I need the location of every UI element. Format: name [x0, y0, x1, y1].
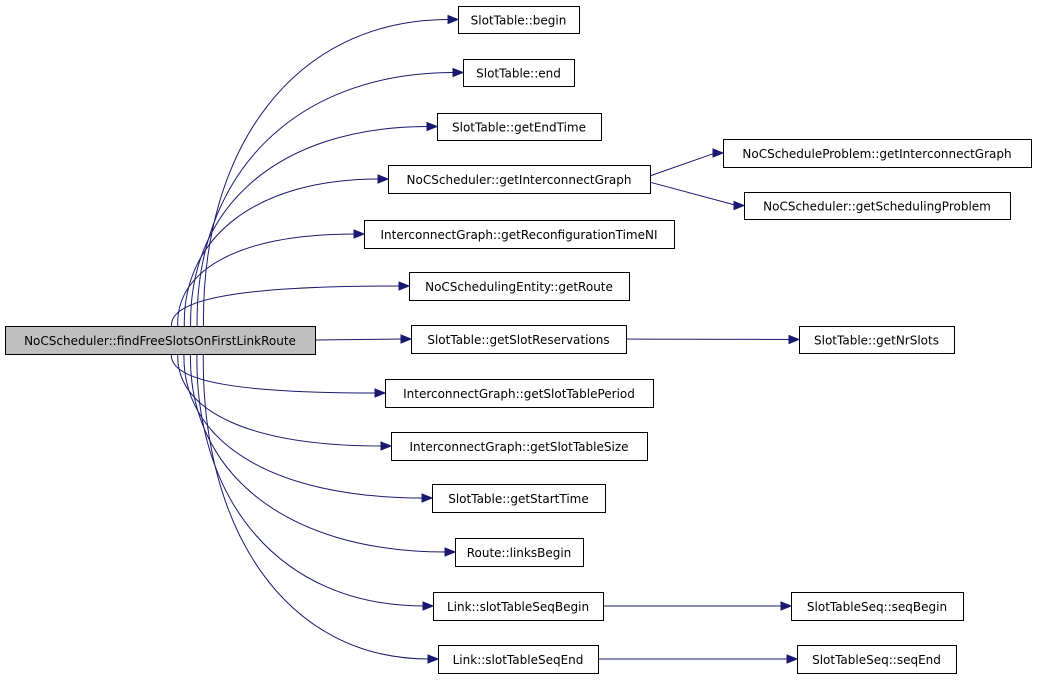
arrowhead-root-to-n3 — [426, 121, 439, 132]
node-label-n8: NoCSchedulingEntity::getRoute — [425, 280, 613, 294]
node-box-n5 — [723, 139, 1032, 168]
arrowhead-root-to-n17 — [427, 654, 440, 664]
node-box-n12 — [391, 432, 648, 461]
edge-root-to-n7 — [177, 233, 356, 327]
node-box-n13 — [432, 484, 606, 513]
edge-n4-to-n6 — [649, 181, 736, 206]
edge-root-to-n4 — [183, 178, 380, 327]
node-label-n4: NoCScheduler::getInterconnectGraph — [407, 173, 632, 187]
node-label-n7: InterconnectGraph::getReconfigurationTim… — [380, 228, 657, 242]
node-n6[interactable]: NoCScheduler::getSchedulingProblem — [744, 192, 1011, 220]
node-n15[interactable]: Link::slotTableSeqBegin — [433, 592, 604, 621]
node-n13[interactable]: SlotTable::getStartTime — [432, 484, 606, 513]
node-box-n9 — [411, 325, 627, 354]
root-node-label: NoCScheduler::findFreeSlotsOnFirstLinkRo… — [24, 334, 296, 348]
node-label-n13: SlotTable::getStartTime — [448, 492, 589, 506]
arrowhead-root-to-n4 — [377, 174, 390, 184]
edge-root-to-n9 — [314, 338, 403, 341]
node-box-n2 — [463, 59, 575, 87]
node-label-n6: NoCScheduler::getSchedulingProblem — [763, 200, 991, 214]
node-box-n18 — [797, 645, 957, 674]
arrowhead-root-to-n7 — [353, 229, 366, 239]
node-n9[interactable]: SlotTable::getSlotReservations — [411, 325, 627, 354]
node-label-n10: SlotTable::getNrSlots — [814, 334, 939, 348]
node-label-n15: Link::slotTableSeqBegin — [447, 600, 589, 614]
node-box-n7 — [364, 220, 675, 249]
arrowhead-root-to-n11 — [374, 388, 387, 398]
arrowhead-root-to-n2 — [452, 67, 465, 78]
arrowhead-root-to-n12 — [380, 441, 393, 451]
node-n16[interactable]: SlotTableSeq::seqBegin — [791, 592, 964, 621]
node-label-n18: SlotTableSeq::seqEnd — [812, 653, 941, 667]
arrowhead-n15-to-n16 — [780, 601, 793, 611]
root-node[interactable]: NoCScheduler::findFreeSlotsOnFirstLinkRo… — [5, 326, 316, 355]
arrowhead-n4-to-n5 — [712, 148, 725, 158]
nodes-layer: NoCScheduler::findFreeSlotsOnFirstLinkRo… — [5, 6, 1032, 674]
root-node-box — [5, 326, 316, 355]
node-label-n12: InterconnectGraph::getSlotTableSize — [410, 440, 629, 454]
edges-layer — [170, 14, 801, 664]
arrowhead-root-to-n1 — [447, 14, 460, 25]
edge-root-to-n3 — [190, 126, 429, 327]
node-label-n5: NoCScheduleProblem::getInterconnectGraph — [742, 147, 1011, 161]
edge-n4-to-n5 — [649, 152, 715, 177]
node-label-n9: SlotTable::getSlotReservations — [427, 333, 609, 347]
arrowhead-root-to-n14 — [444, 547, 457, 557]
node-box-n16 — [791, 592, 964, 621]
arrowhead-root-to-n15 — [422, 601, 435, 611]
node-n2[interactable]: SlotTable::end — [463, 59, 575, 87]
edge-root-to-n1 — [202, 19, 450, 327]
node-n14[interactable]: Route::linksBegin — [455, 538, 584, 567]
node-n4[interactable]: NoCScheduler::getInterconnectGraph — [388, 165, 651, 194]
node-label-n3: SlotTable::getEndTime — [452, 121, 586, 135]
edge-root-to-n11 — [170, 353, 377, 394]
node-box-n6 — [744, 192, 1011, 220]
arrowhead-root-to-n8 — [398, 281, 411, 291]
arrowhead-n4-to-n6 — [733, 200, 746, 211]
arrowhead-n17-to-n18 — [786, 654, 799, 664]
node-box-n4 — [388, 165, 651, 194]
node-n1[interactable]: SlotTable::begin — [458, 6, 580, 34]
edge-root-to-n2 — [196, 72, 455, 327]
node-n11[interactable]: InterconnectGraph::getSlotTablePeriod — [385, 379, 654, 408]
node-label-n16: SlotTableSeq::seqBegin — [807, 600, 947, 614]
arrowhead-root-to-n13 — [421, 493, 434, 503]
node-n18[interactable]: SlotTableSeq::seqEnd — [797, 645, 957, 674]
node-label-n14: Route::linksBegin — [467, 546, 572, 560]
node-box-n15 — [433, 592, 604, 621]
node-label-n2: SlotTable::end — [476, 67, 561, 81]
edge-root-to-n13 — [183, 353, 424, 499]
node-box-n1 — [458, 6, 580, 34]
node-n7[interactable]: InterconnectGraph::getReconfigurationTim… — [364, 220, 675, 249]
node-n17[interactable]: Link::slotTableSeqEnd — [438, 645, 599, 674]
node-n8[interactable]: NoCSchedulingEntity::getRoute — [409, 272, 630, 301]
node-box-n11 — [385, 379, 654, 408]
arrowhead-n9-to-n10 — [788, 334, 801, 345]
edge-root-to-n17 — [202, 353, 430, 660]
node-n12[interactable]: InterconnectGraph::getSlotTableSize — [391, 432, 648, 461]
node-box-n14 — [455, 538, 584, 567]
node-n10[interactable]: SlotTable::getNrSlots — [799, 326, 955, 354]
node-box-n17 — [438, 645, 599, 674]
node-n3[interactable]: SlotTable::getEndTime — [437, 113, 602, 141]
node-box-n8 — [409, 272, 630, 301]
node-label-n11: InterconnectGraph::getSlotTablePeriod — [403, 387, 635, 401]
edge-root-to-n12 — [177, 353, 383, 447]
edge-root-to-n15 — [196, 353, 425, 607]
node-box-n3 — [437, 113, 602, 141]
node-label-n1: SlotTable::begin — [471, 14, 567, 28]
arrowhead-root-to-n9 — [400, 334, 413, 344]
edge-root-to-n8 — [170, 285, 401, 327]
node-n5[interactable]: NoCScheduleProblem::getInterconnectGraph — [723, 139, 1032, 168]
edge-root-to-n14 — [189, 353, 447, 553]
node-box-n10 — [799, 326, 955, 354]
node-label-n17: Link::slotTableSeqEnd — [453, 653, 584, 667]
